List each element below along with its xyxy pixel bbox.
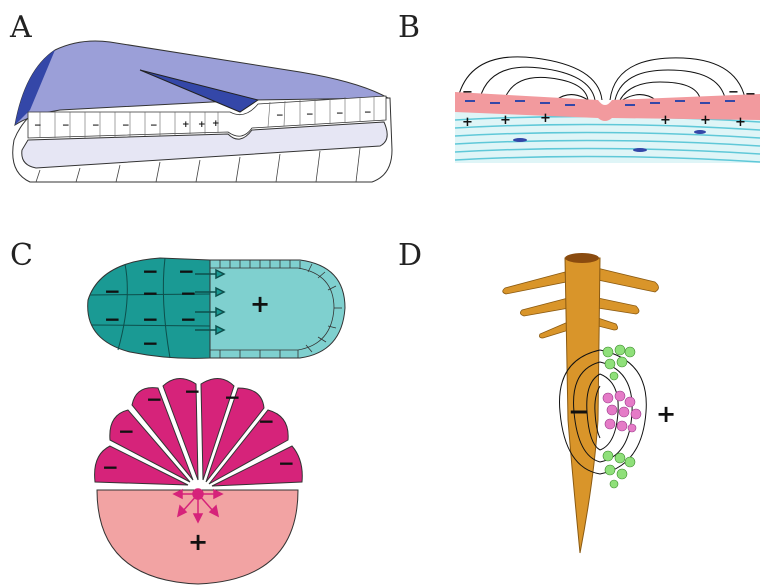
c-minus: − (180, 281, 197, 305)
panel-b-epithelium: − − − + + + + + + (455, 57, 760, 163)
panel-a-embryo: − − − − − + + + − − − − (13, 41, 392, 182)
c-minus: − (258, 409, 275, 433)
c-minus: − (104, 279, 121, 303)
b-plus: + (462, 115, 473, 130)
band-minus: − (306, 110, 314, 120)
band-plus: + (198, 120, 206, 130)
band-plus: + (212, 119, 220, 129)
b-plus: + (500, 113, 511, 128)
panel-c-upper-embryo: − − − − − − − − − + (88, 258, 345, 358)
root-top (565, 253, 599, 263)
b-plus: + (700, 113, 711, 128)
c-minus: − (184, 379, 201, 403)
d-minus: − (568, 397, 590, 427)
b-minus: − (728, 85, 739, 100)
c-minus: − (224, 385, 241, 409)
b-minus: − (462, 85, 473, 100)
c-minus: − (178, 259, 195, 283)
band-minus: − (34, 121, 42, 131)
c-minus: − (142, 307, 159, 331)
band-minus: − (62, 121, 70, 131)
band-minus: − (364, 108, 372, 118)
light-teal-region (210, 260, 345, 358)
pink-cells (603, 391, 641, 432)
c-minus: − (142, 259, 159, 283)
c-minus: − (104, 307, 121, 331)
c-minus: − (146, 387, 163, 411)
c-minus: − (180, 307, 197, 331)
c-minus: − (142, 281, 159, 305)
band-minus: − (92, 121, 100, 131)
band-minus: − (150, 121, 158, 131)
c-upper-plus: + (250, 290, 270, 318)
c-minus: − (102, 455, 119, 479)
c-minus: − (118, 419, 135, 443)
b-plus: + (660, 113, 671, 128)
panel-c-lower-embryo: − − − − − − − + (95, 378, 303, 584)
band-plus: + (182, 120, 190, 130)
c-minus: − (142, 331, 159, 355)
band-minus: − (122, 121, 130, 131)
c-lower-plus: + (188, 528, 208, 556)
band-minus: − (336, 109, 344, 119)
d-plus: + (656, 400, 676, 428)
c-minus: − (278, 451, 295, 475)
panel-d-root: − + (503, 253, 676, 553)
b-plus: + (540, 111, 551, 126)
band-minus: − (276, 111, 284, 121)
b-plus: + (735, 115, 746, 130)
b-minus: − (745, 87, 756, 102)
